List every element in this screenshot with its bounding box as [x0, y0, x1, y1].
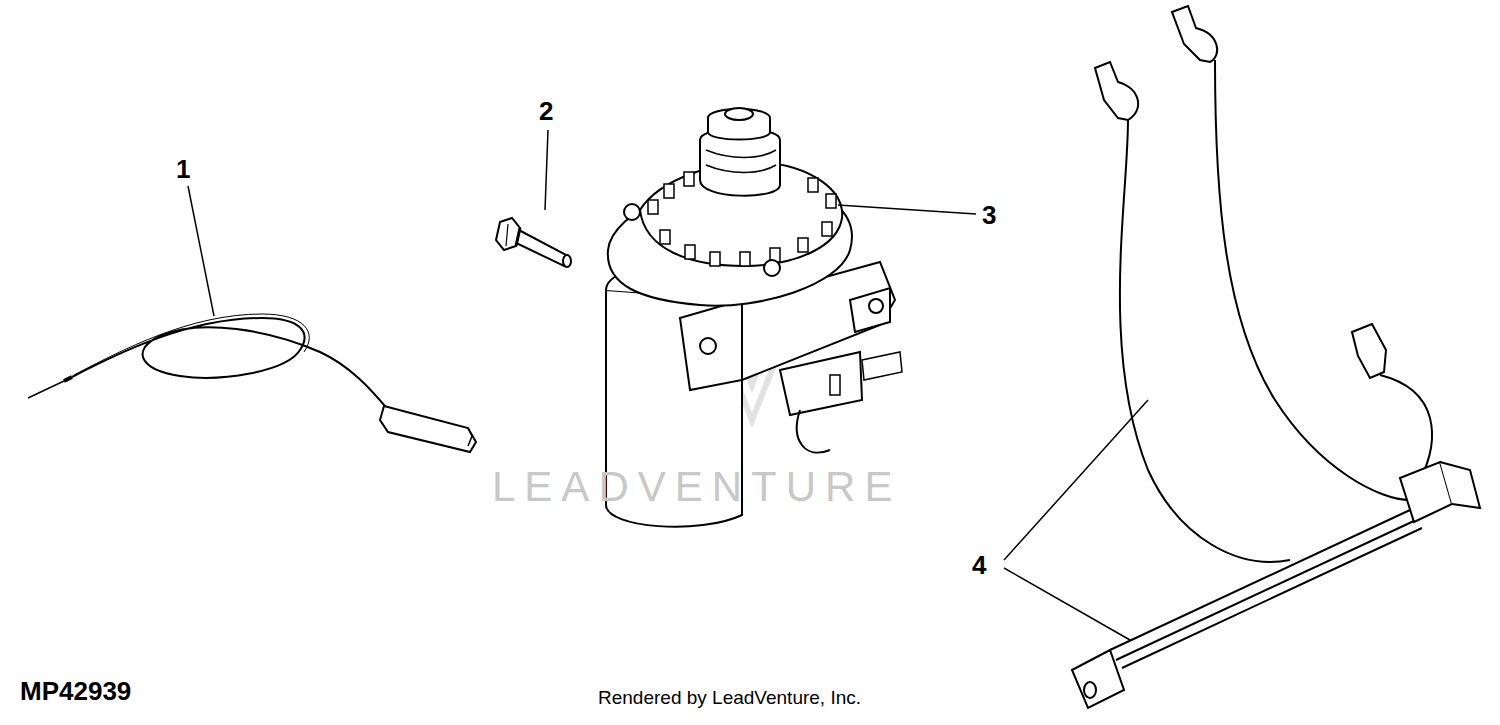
terminal-connector [780, 352, 862, 415]
leader-line [545, 130, 548, 210]
watermark: LEADVENTURE [492, 466, 901, 508]
wire-caps [1072, 6, 1480, 708]
bolt-tip [563, 255, 571, 267]
wire [74, 314, 309, 375]
pinion-spring [706, 150, 776, 173]
harness-wire [1215, 60, 1410, 500]
bolt-flange [516, 228, 520, 246]
wire-terminal [1352, 324, 1386, 378]
gear-tooth [660, 230, 670, 244]
harness-connector [1440, 462, 1480, 508]
bracket-hole [869, 299, 883, 313]
wire-end [28, 381, 64, 398]
leader-line [1004, 568, 1130, 640]
pinion-cap [708, 109, 770, 140]
connector-edge [468, 428, 472, 446]
leader-line [188, 186, 214, 316]
gear-tooth [684, 172, 694, 186]
terminal-wire [797, 410, 830, 453]
gear-tooth [685, 245, 695, 259]
harness-wire [1380, 375, 1432, 480]
terminal-pins [862, 352, 902, 380]
callout-number: 2 [539, 98, 553, 124]
gear-tooth [826, 194, 836, 208]
gear-tooth [664, 184, 674, 198]
gear-tooth [808, 178, 818, 192]
screw [764, 260, 780, 276]
wire-cap [1095, 62, 1138, 120]
screw [624, 204, 640, 220]
bracket-foot [850, 288, 890, 332]
callout-number: 3 [982, 202, 996, 228]
shaft-nut [725, 108, 753, 120]
harness-plug [1072, 650, 1124, 708]
wire-lead [28, 314, 476, 452]
callout-number: 1 [176, 156, 190, 182]
bracket-face [680, 300, 742, 390]
gear-tooth [710, 252, 720, 266]
wire-insulation [64, 377, 72, 381]
gear-tooth [822, 222, 832, 236]
wire-harness [1072, 6, 1480, 708]
render-credit: Rendered by LeadVenture, Inc. [598, 688, 861, 707]
wire [72, 318, 390, 412]
harness-wire [1120, 120, 1290, 562]
bolt [496, 218, 571, 267]
leader-line [1004, 400, 1148, 560]
connector [380, 406, 476, 452]
terminal-latch [830, 375, 840, 395]
bracket-hole [700, 338, 716, 354]
gear-tooth [798, 238, 808, 252]
bolt-flat [506, 224, 508, 246]
gear-tooth [648, 200, 658, 214]
leader-line [838, 205, 976, 214]
starter-motor [606, 108, 902, 527]
bolt-head [496, 218, 520, 250]
figure-id: MP42939 [20, 678, 131, 704]
wire-cap [1172, 6, 1217, 62]
bolt-shank [510, 228, 568, 266]
gear-tooth [740, 252, 750, 266]
callout-number: 4 [972, 552, 986, 578]
plug-socket [1084, 682, 1096, 698]
harness-bundle [1110, 510, 1422, 668]
